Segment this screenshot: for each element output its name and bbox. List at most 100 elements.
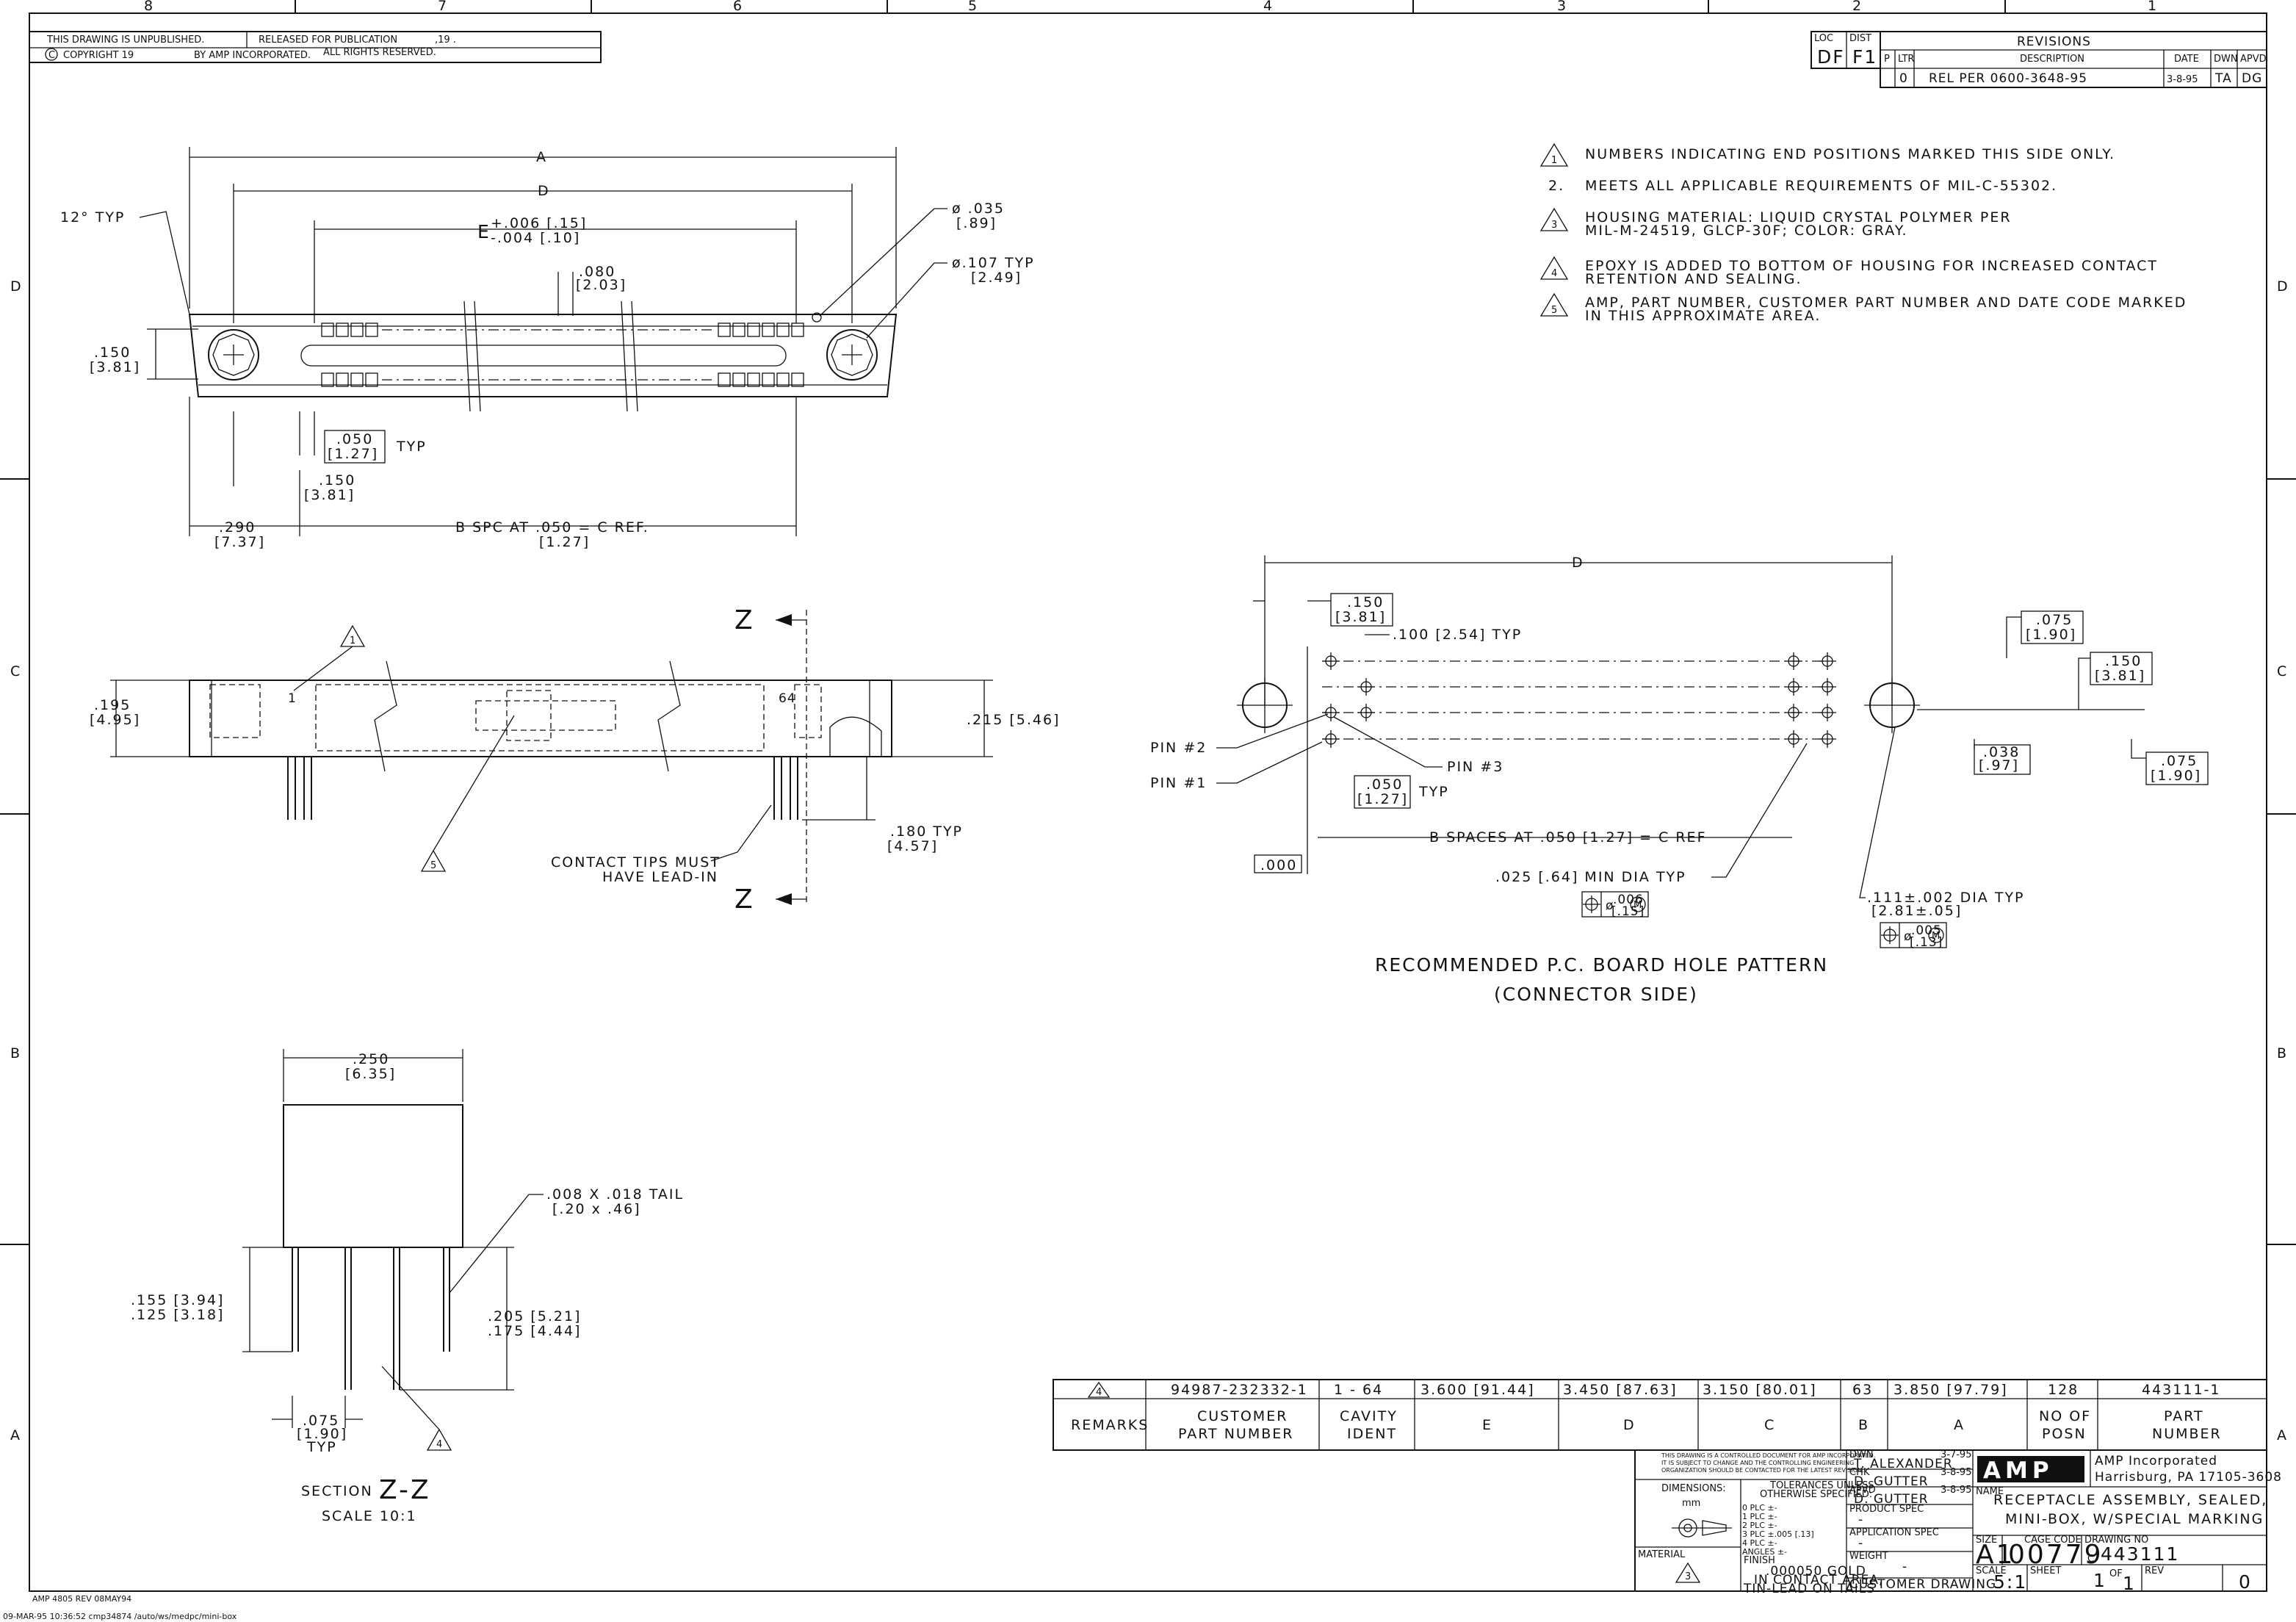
pcb-038-mm: [.97]	[1979, 757, 2019, 774]
pcb-150-mm: [3.81]	[1335, 609, 1386, 625]
zone-top-label: 5	[968, 0, 978, 14]
tolerance-3plc: 3 PLC ±.005 [.13]	[1742, 1529, 1814, 1539]
note-num: 2.	[1548, 178, 1564, 194]
cage-label: CAGE CODE	[2024, 1535, 2082, 1546]
flag-icon	[1675, 1562, 1701, 1583]
dist-value: F1	[1852, 46, 1877, 68]
table-customer-pn: 94987-232332-1	[1171, 1382, 1308, 1398]
amp-logo-text: AMP	[1983, 1457, 2054, 1484]
fcf-1-dia-icon: ø	[1606, 898, 1614, 913]
tolerance-0plc: 0 PLC ±-	[1742, 1503, 1777, 1513]
app-spec-value: -	[1858, 1536, 1863, 1551]
pin-2-label: PIN #2	[1150, 740, 1207, 756]
fcf-2-tol: .005	[1911, 923, 1942, 938]
rights-text: ALL RIGHTS RESERVED.	[323, 47, 436, 58]
section-z-z: .250 [6.35] .008 X .018 TAIL [.20 x .46]…	[131, 1049, 682, 1524]
note-num: 4	[1551, 268, 1557, 279]
pcb-075b-mm: [1.90]	[2151, 768, 2201, 784]
pcb-subtitle: (CONNECTOR SIDE)	[1494, 984, 1698, 1005]
pcb-075-in: .075	[2036, 612, 2073, 628]
tolerance-2plc: 2 PLC ±-	[1742, 1521, 1777, 1530]
released-text: RELEASED FOR PUBLICATION	[259, 35, 397, 46]
publication-block: THIS DRAWING IS UNPUBLISHED. RELEASED FO…	[29, 31, 602, 63]
note-flag-icon	[1539, 207, 1569, 231]
min-dia-label: .025 [.64] MIN DIA TYP	[1495, 869, 1686, 885]
tail-size-mm: [.20 x .46]	[552, 1201, 641, 1217]
table-h-a: A	[1954, 1417, 1965, 1433]
dim-a-label: A	[536, 149, 547, 165]
top-view: A D E +.006 [.15] -.004 [.10] 12° TYP .0…	[60, 147, 1035, 550]
pcb-title: RECOMMENDED P.C. BOARD HOLE PATTERN	[1375, 954, 1828, 976]
finish-label: FINISH	[1744, 1555, 1775, 1566]
sheet-total: 1	[2123, 1573, 2136, 1594]
dim-d-label: D	[538, 183, 550, 199]
revisions-title: REVISIONS	[2017, 35, 2091, 49]
scale-value: 5:1	[1993, 1571, 2027, 1593]
height-195-in: .195	[94, 697, 131, 713]
drawing-number: 443111	[2101, 1543, 2179, 1565]
mmc-symbol-icon	[1928, 927, 1944, 943]
by-amp-text: BY AMP INCORPORATED.	[194, 50, 311, 61]
title-block: THIS DRAWING IS A CONTROLLED DOCUMENT FO…	[1634, 1449, 2282, 1596]
rev-header-dwn: DWN	[2214, 54, 2238, 65]
note-text: AMP, PART NUMBER, CUSTOMER PART NUMBER A…	[1585, 295, 2187, 311]
table-h-e: E	[1482, 1417, 1492, 1433]
note-num: 3	[1551, 220, 1557, 231]
dist-label: DIST	[1849, 33, 1871, 44]
hole-small-mm: [.89]	[956, 215, 997, 231]
fcf-1-tol-mm: [.15]	[1611, 904, 1645, 919]
pcb-075-mm: [1.90]	[2026, 627, 2076, 643]
zone-top-label: 7	[438, 0, 448, 14]
mounting-hole-right	[826, 329, 878, 381]
note-text-line2: IN THIS APPROXIMATE AREA.	[1585, 308, 1821, 324]
note-text: NUMBERS INDICATING END POSITIONS MARKED …	[1585, 146, 2115, 162]
offset-150-mm: [3.81]	[304, 487, 355, 503]
rev-label: REV	[2145, 1565, 2164, 1576]
company-name: AMP Incorporated	[2095, 1454, 2217, 1468]
rev-date: 3-8-95	[2167, 74, 2198, 85]
rev-apvd: DG	[2242, 71, 2262, 86]
dim-e-label: E	[477, 221, 491, 242]
product-spec-value: -	[1858, 1513, 1863, 1527]
hole-large-dia: ø.107 TYP	[952, 255, 1035, 271]
pcb-150-in: .150	[1347, 594, 1384, 610]
tolerance-angles: ANGLES ±-	[1742, 1547, 1787, 1557]
length-175: .175 [4.44]	[488, 1323, 581, 1339]
length-155: .155 [3.94]	[131, 1292, 224, 1308]
product-spec-label: PRODUCT SPEC	[1849, 1504, 1924, 1515]
mmc-letter: M	[1633, 900, 1642, 911]
flag-icon	[420, 849, 447, 872]
height-215: .215 [5.46]	[967, 712, 1060, 728]
material-flag: 3	[1685, 1571, 1691, 1582]
loc-label: LOC	[1814, 33, 1833, 44]
lead-in-note-line2: HAVE LEAD-IN	[602, 869, 718, 885]
zone-top-label: 3	[1557, 0, 1567, 14]
dwn-name: T. ALEXANDER	[1853, 1457, 1953, 1471]
table-h-cavity-2: IDENT	[1347, 1426, 1397, 1442]
copyright-text: COPYRIGHT 19	[63, 50, 134, 61]
height-195-mm: [4.95]	[90, 712, 140, 728]
control-note: IT IS SUBJECT TO CHANGE AND THE CONTROLL…	[1661, 1460, 1854, 1466]
pitch-050-mm: [1.27]	[328, 446, 378, 462]
fcf-position-2	[1880, 922, 1947, 948]
chk-date: 3-8-95	[1941, 1467, 1971, 1478]
pcb-150b-mm: [3.81]	[2095, 668, 2145, 684]
offset-150-in: .150	[319, 472, 355, 489]
note-text-line2: MIL-M-24519, GLCP-30F; COLOR: GRAY.	[1585, 223, 1908, 239]
zone-labels: 8 7 6 5 4 3 2 1 D C B A D C B A	[10, 0, 2288, 1443]
name-label: NAME	[1976, 1486, 2004, 1497]
note-text: MEETS ALL APPLICABLE REQUIREMENTS OF MIL…	[1585, 178, 2057, 194]
tabulation-table: 4 94987-232332-1 1 - 64 3.600 [91.44] 3.…	[1053, 1379, 2267, 1451]
lead-in-note: CONTACT TIPS MUST	[551, 854, 721, 871]
mmc-symbol-icon	[1630, 896, 1646, 912]
zone-top-label: 2	[1852, 0, 1863, 14]
company-address: Harrisburg, PA 17105-3608	[2095, 1470, 2282, 1485]
pcb-hole-pattern: D .150 [3.81] .100 [2.54] T	[1150, 555, 2209, 1005]
pcb-typ: TYP	[1418, 784, 1449, 800]
rev-ltr: 0	[1899, 71, 1908, 86]
fcf-position-1	[1581, 891, 1649, 918]
width-250-in: .250	[353, 1051, 389, 1067]
scale-label: SCALE	[1976, 1565, 2007, 1576]
